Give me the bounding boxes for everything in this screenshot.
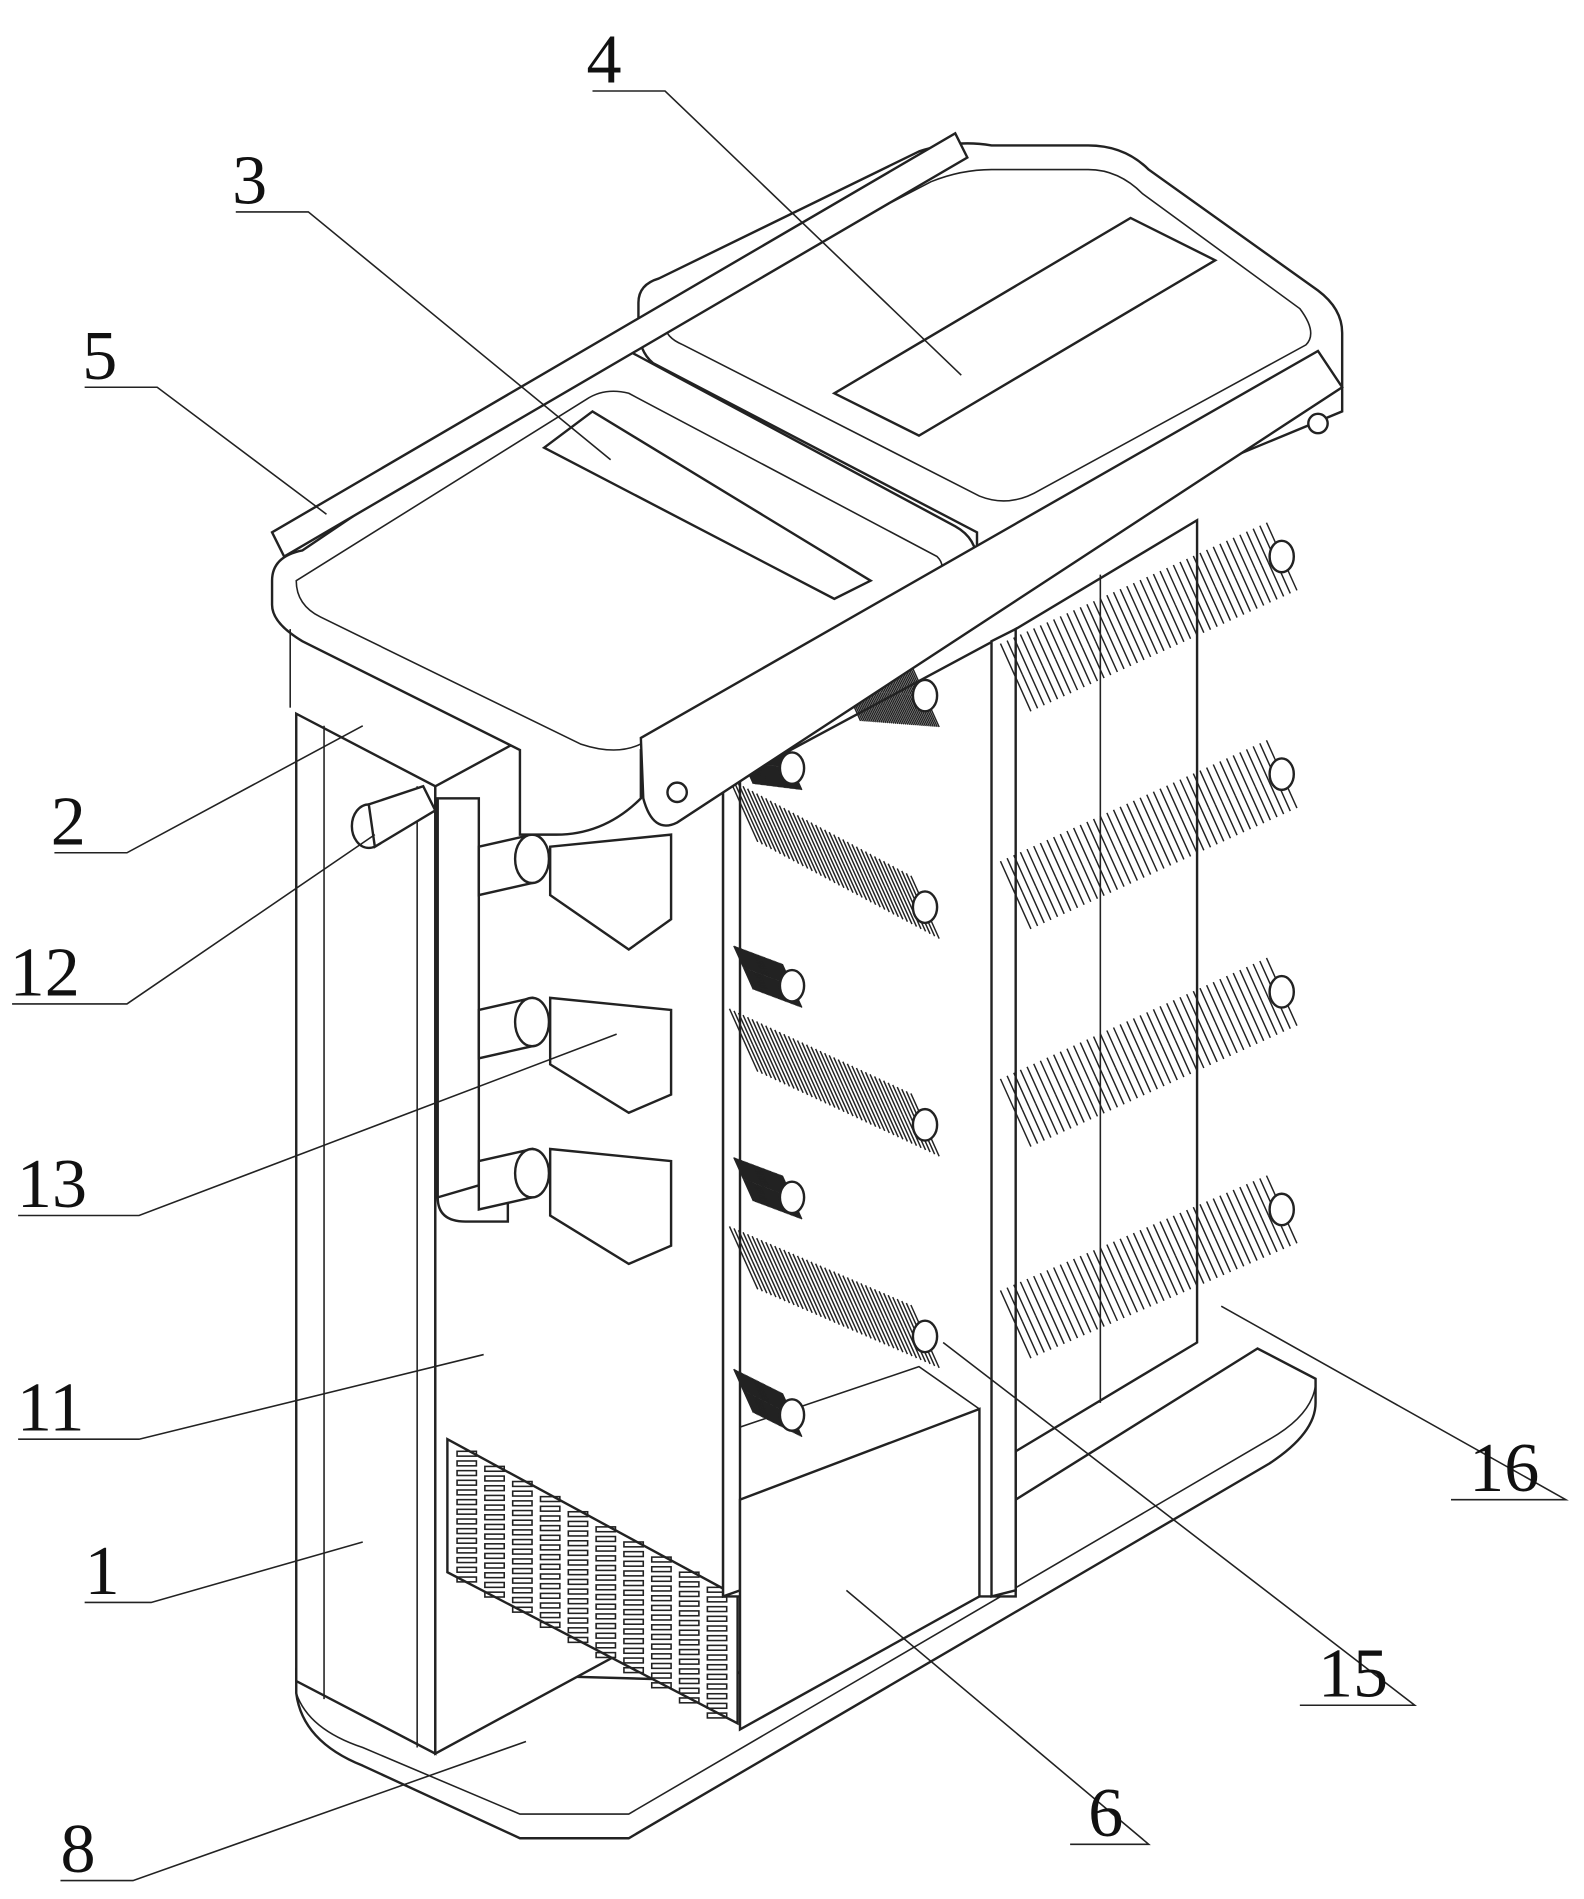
label-13: 13 (17, 1146, 87, 1223)
label-1: 1 (85, 1533, 120, 1610)
label-16: 16 (1469, 1430, 1539, 1507)
label-6: 6 (1088, 1775, 1123, 1852)
label-8: 8 (60, 1811, 95, 1888)
label-15: 15 (1318, 1636, 1388, 1713)
label-11: 11 (17, 1370, 85, 1447)
label-4: 4 (586, 22, 621, 99)
label-2: 2 (51, 783, 86, 860)
label-12: 12 (10, 934, 80, 1011)
label-3: 3 (232, 142, 267, 219)
left-frame (296, 714, 435, 1754)
label-5: 5 (82, 318, 117, 395)
